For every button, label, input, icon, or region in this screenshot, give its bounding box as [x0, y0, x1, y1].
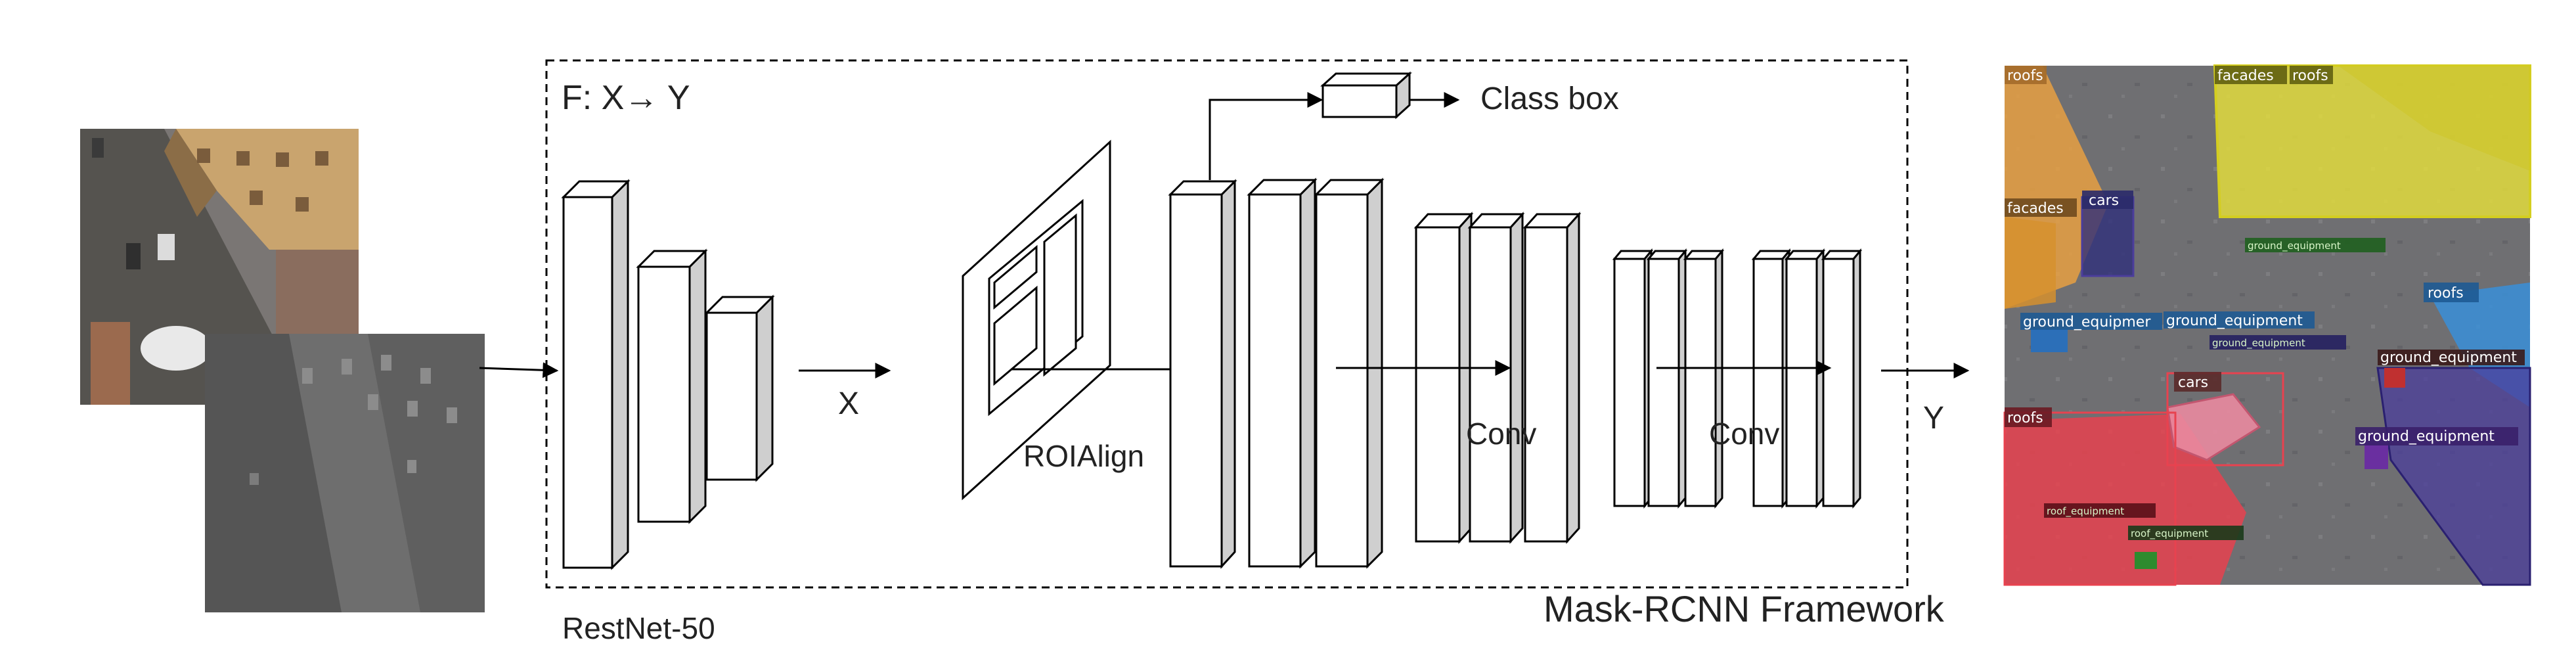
input-arrow: [479, 362, 559, 378]
conv2-block-1: [1612, 248, 1654, 509]
y-label: Y: [1923, 401, 1944, 436]
conv1-block-2: [1467, 212, 1525, 544]
conv2-block-3: [1683, 248, 1725, 509]
detection-label: roofs: [2292, 68, 2328, 84]
conv1-block-3: [1522, 212, 1582, 544]
input-depth-photo: [205, 334, 485, 612]
detection-label: ground_equipment: [2248, 240, 2341, 252]
framework-caption: Mask-RCNN Framework: [1543, 588, 1945, 629]
head-block-1: [1168, 179, 1237, 569]
detection-label: ground_equipmer: [2023, 314, 2151, 330]
detection-label: facades: [2217, 68, 2274, 84]
backbone-block-1: [561, 179, 631, 570]
detection-label: roofs: [2428, 285, 2464, 302]
conv1-label: Conv: [1466, 417, 1536, 451]
conv2-block-4: [1751, 248, 1792, 509]
framework-frame: [545, 59, 1909, 589]
detection-label: cars: [2089, 193, 2119, 209]
class-box-block: [1320, 71, 1412, 120]
backbone-block-3: [704, 294, 775, 482]
roi-align-plane: [962, 139, 1111, 501]
detection-label: ground_equipment: [2166, 313, 2303, 329]
detection-label: ground_equipment: [2380, 350, 2517, 366]
conv2-block-6: [1821, 248, 1863, 509]
class-box-label: Class box: [1480, 81, 1619, 116]
conv1-block-1: [1413, 212, 1474, 544]
head-block-3: [1314, 177, 1385, 569]
detection-label: facades: [2007, 200, 2064, 217]
conv2-label: Conv: [1709, 417, 1779, 451]
detection-label: ground_equipment: [2358, 428, 2495, 445]
frame-title: F: X→ Y: [562, 79, 690, 117]
backbone-label: RestNet-50: [562, 611, 715, 645]
head-block-2: [1247, 177, 1318, 569]
output-segmentation-image: roofs facades roofs facades cars ground_…: [2003, 64, 2531, 586]
detection-label: cars: [2178, 375, 2208, 391]
class-branch-line: [1209, 92, 1323, 180]
detection-label: roofs: [2007, 68, 2043, 84]
detection-label: roof_equipment: [2047, 505, 2124, 518]
x-label: X: [838, 386, 859, 421]
conv2-block-5: [1784, 248, 1826, 509]
detection-label: ground_equipment: [2212, 337, 2305, 350]
detection-label: roofs: [2007, 410, 2043, 426]
conv2-block-2: [1646, 248, 1688, 509]
detection-label: roof_equipment: [2131, 528, 2208, 540]
backbone-block-2: [636, 248, 708, 524]
roi-align-label: ROIAlign: [1023, 439, 1144, 473]
